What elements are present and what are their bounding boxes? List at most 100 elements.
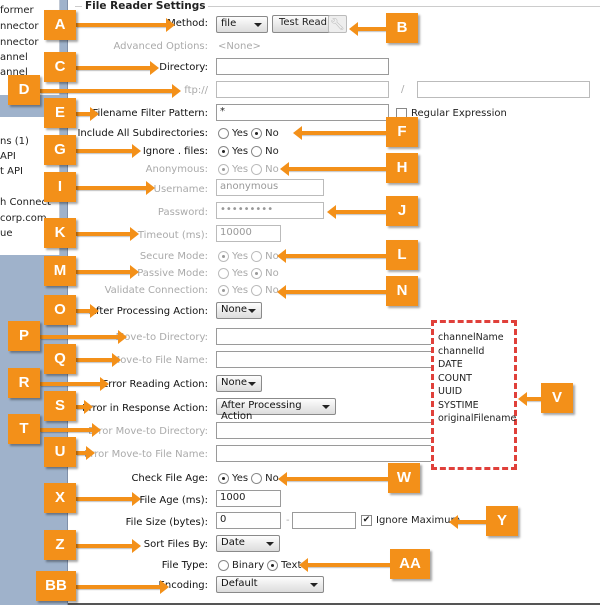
directory-input[interactable] <box>216 58 389 75</box>
callout-badge: O <box>44 295 76 325</box>
password-input[interactable]: ••••••••• <box>216 202 324 219</box>
option-label: Yes <box>232 268 249 279</box>
error-response-select[interactable]: After Processing Action <box>216 398 336 422</box>
callout-badge: D <box>8 75 40 105</box>
after-processing-value: None <box>221 304 248 315</box>
file-type-text[interactable] <box>267 560 279 571</box>
callout-arrow <box>76 18 175 32</box>
timeout-input[interactable]: 10000 <box>216 225 281 242</box>
file-type-binary[interactable] <box>218 560 229 571</box>
passive-mode-yes[interactable] <box>218 268 229 279</box>
chevron-down-icon <box>248 309 256 313</box>
secure-mode-radio: Yes No <box>218 251 279 262</box>
error-move-directory-label: Error Move-to Directory: <box>88 426 208 437</box>
ftp-path-input[interactable] <box>417 81 590 98</box>
variable-item[interactable]: COUNT <box>438 372 472 384</box>
ignore-dot-yes[interactable] <box>218 146 229 157</box>
move-to-file-input[interactable] <box>216 351 436 368</box>
encoding-label: Encoding: <box>158 580 208 591</box>
ignore-dot-label: Ignore . files: <box>142 146 208 157</box>
method-value: file <box>221 18 237 29</box>
move-to-file-label: Move-to File Name: <box>111 355 208 366</box>
validate-connection-label: Validate Connection: <box>104 285 208 296</box>
passive-mode-no[interactable] <box>251 268 263 279</box>
variable-item[interactable]: channelId <box>438 345 485 357</box>
callout-badge: P <box>8 321 40 351</box>
passive-mode-radio: Yes No <box>218 268 279 279</box>
validate-connection-yes[interactable] <box>218 285 229 296</box>
error-move-file-input[interactable] <box>216 445 436 462</box>
check-file-age-no[interactable] <box>251 473 263 484</box>
sidebar-item[interactable]: corp.com <box>0 213 47 224</box>
sidebar-item[interactable]: API <box>0 151 16 162</box>
filter-pattern-input[interactable]: * <box>216 104 389 121</box>
error-move-directory-input[interactable] <box>216 422 436 439</box>
callout-badge: N <box>386 276 418 306</box>
callout-arrow <box>280 162 386 176</box>
move-to-directory-label: Move-to Directory: <box>115 332 208 343</box>
callout-badge: A <box>44 10 76 40</box>
after-processing-select[interactable]: None <box>216 302 262 319</box>
variable-item[interactable]: channelName <box>438 332 504 343</box>
option-label: No <box>265 268 279 279</box>
sidebar-item[interactable]: annel <box>0 67 28 78</box>
method-select[interactable]: file <box>216 16 268 33</box>
callout-arrow <box>76 107 99 121</box>
option-label: Yes <box>232 251 249 262</box>
callout-arrow <box>76 304 99 318</box>
variable-item[interactable]: SYSTIME <box>438 399 479 411</box>
option-label: No <box>265 146 279 157</box>
check-file-age-radio: Yes No <box>218 473 279 484</box>
option-label: Yes <box>232 473 249 484</box>
sidebar-item[interactable]: nnector <box>0 21 39 32</box>
include-subdirs-yes[interactable] <box>218 128 229 139</box>
ftp-label: ftp:// <box>184 85 208 96</box>
callout-arrow <box>76 265 139 279</box>
ignore-dot-no[interactable] <box>251 146 263 157</box>
variable-item[interactable]: UUID <box>438 386 463 397</box>
variable-item[interactable]: DATE <box>438 359 463 370</box>
sidebar-item[interactable]: former <box>0 5 34 16</box>
sidebar-item[interactable]: annel <box>0 52 28 63</box>
file-size-max-input[interactable] <box>292 512 356 529</box>
sidebar-item[interactable]: t API <box>0 166 23 177</box>
wrench-icon[interactable]: 🔧︎ <box>328 15 347 33</box>
secure-mode-no[interactable] <box>251 251 263 262</box>
sidebar-item[interactable]: ue <box>0 228 13 239</box>
callout-arrow <box>76 353 121 367</box>
test-read-button[interactable]: Test Read <box>272 15 334 33</box>
method-label: Method: <box>167 18 208 29</box>
variable-item[interactable]: originalFilename <box>438 413 517 424</box>
ignore-dot-radio: Yes No <box>218 146 279 157</box>
file-size-min-input[interactable]: 0 <box>216 512 281 529</box>
option-label: Text <box>281 560 302 571</box>
password-label: Password: <box>157 207 208 218</box>
file-age-input[interactable]: 1000 <box>216 490 281 507</box>
file-size-label: File Size (bytes): <box>125 517 208 528</box>
callout-arrow <box>299 558 390 572</box>
encoding-select[interactable]: Default <box>216 576 324 593</box>
move-to-directory-input[interactable] <box>216 328 436 345</box>
sidebar-item[interactable]: ns (1) <box>0 136 29 147</box>
username-input[interactable]: anonymous <box>216 179 324 196</box>
anonymous-yes[interactable] <box>218 164 229 175</box>
callout-badge: H <box>386 153 418 183</box>
sidebar-item[interactable]: nnector <box>0 37 39 48</box>
section-title: File Reader Settings <box>82 0 209 12</box>
error-reading-select[interactable]: None <box>216 375 262 392</box>
sort-files-select[interactable]: Date <box>216 535 280 552</box>
secure-mode-yes[interactable] <box>218 251 229 262</box>
ignore-maximum-checkbox[interactable]: ✔ <box>361 515 372 526</box>
check-file-age-label: Check File Age: <box>131 473 208 484</box>
validate-connection-no[interactable] <box>251 285 263 296</box>
callout-badge: F <box>386 117 418 147</box>
anonymous-no[interactable] <box>251 164 263 175</box>
include-subdirs-no[interactable] <box>251 128 263 139</box>
ftp-host-input[interactable] <box>216 81 389 98</box>
advanced-options-value[interactable]: <None> <box>218 41 261 52</box>
callout-badge: S <box>44 391 76 421</box>
sidebar-item[interactable]: h Connect <box>0 197 51 208</box>
file-size-dash: - <box>286 515 290 526</box>
check-file-age-yes[interactable] <box>218 473 229 484</box>
option-label: No <box>265 285 279 296</box>
